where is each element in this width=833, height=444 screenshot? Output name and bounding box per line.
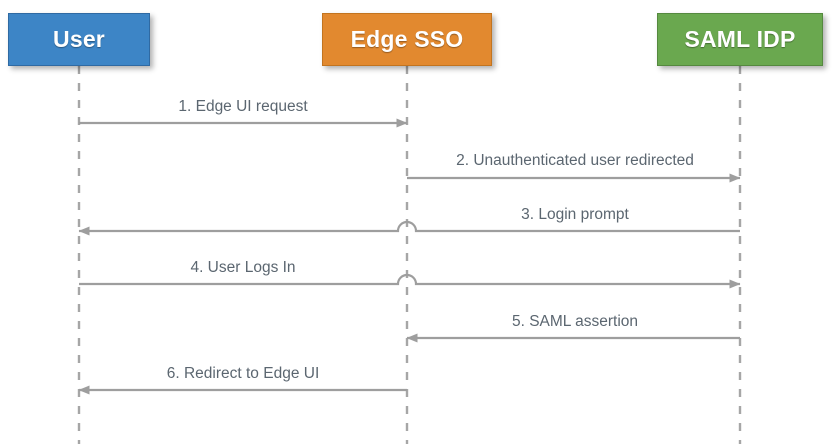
actor-label-saml-idp: SAML IDP — [684, 26, 796, 52]
message-arrow-4[interactable] — [79, 273, 741, 289]
message-label-5: 5. SAML assertion — [511, 313, 639, 330]
message-label-4: 4. User Logs In — [190, 259, 296, 276]
actor-box-saml-idp[interactable]: SAML IDP — [657, 13, 823, 66]
message-label-6: 6. Redirect to Edge UI — [166, 365, 320, 382]
message-label-2: 2. Unauthenticated user redirected — [456, 152, 694, 169]
message-label-3: 3. Login prompt — [521, 206, 629, 223]
actor-label-edge-sso: Edge SSO — [350, 26, 464, 52]
actor-box-edge-sso[interactable]: Edge SSO — [322, 13, 492, 66]
actor-box-user[interactable]: User — [8, 13, 150, 66]
messages-group — [78, 118, 741, 395]
message-label-1: 1. Edge UI request — [178, 98, 308, 115]
lifelines-group — [77, 66, 742, 444]
message-arrow-3[interactable] — [78, 220, 740, 236]
actor-label-user: User — [53, 26, 105, 52]
